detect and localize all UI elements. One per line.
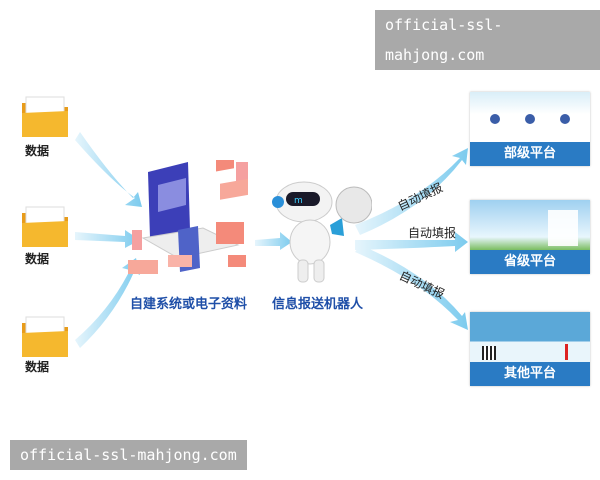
auto-fill-label: 自动填报 [408,226,457,240]
folder-icon [20,315,70,364]
arrow-2 [75,230,140,248]
platform-card-ministry[interactable]: 部级平台 [470,92,590,166]
source-label: 数据 [25,360,50,374]
platform-card-province[interactable]: 省级平台 [470,200,590,274]
folder-icon [20,205,70,254]
source-label: 数据 [25,252,50,266]
platform-label: 省级平台 [470,250,590,274]
watermark: official-ssl-mahjong.com [10,440,247,470]
computer-systems-illustration [128,160,248,274]
platform-card-other[interactable]: 其他平台 [470,312,590,386]
arrow-4 [255,232,292,250]
arrow-5 [355,148,468,235]
svg-text:m: m [294,196,303,206]
robot-caption: 信息报送机器人 [272,297,364,312]
arrow-3 [75,258,140,348]
robot-illustration: m [272,181,372,283]
folder-icon [20,95,70,144]
system-caption: 自建系统或电子资料 [130,297,248,312]
platform-label: 其他平台 [470,362,590,386]
source-label: 数据 [25,144,50,158]
arrow-1 [75,132,142,207]
watermark: official-ssl-mahjong.com [375,10,600,70]
platform-label: 部级平台 [470,142,590,166]
arrow-6 [355,232,468,252]
arrow-7 [355,245,468,330]
